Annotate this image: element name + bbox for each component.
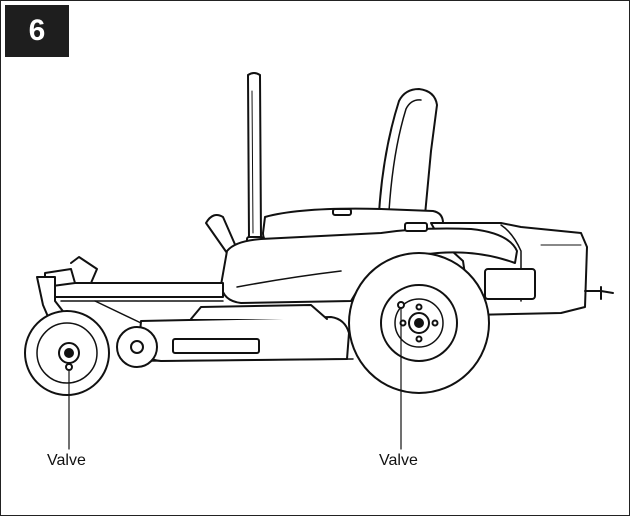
steering-lever xyxy=(246,72,264,248)
front-wheel xyxy=(24,310,110,396)
rear-wheel xyxy=(348,252,490,394)
seat xyxy=(262,88,444,246)
rear-valve-label: Valve xyxy=(379,452,418,469)
figure-number-badge: 6 xyxy=(5,5,69,57)
mower-deck xyxy=(94,300,350,362)
fuel-cap xyxy=(332,208,352,216)
front-valve-label: Valve xyxy=(47,452,86,469)
deck-gauge-wheel xyxy=(116,326,158,368)
rear-tire-valve xyxy=(397,301,405,309)
front-frame xyxy=(44,256,224,302)
side-lever xyxy=(205,214,238,254)
front-tire-valve xyxy=(65,363,73,371)
